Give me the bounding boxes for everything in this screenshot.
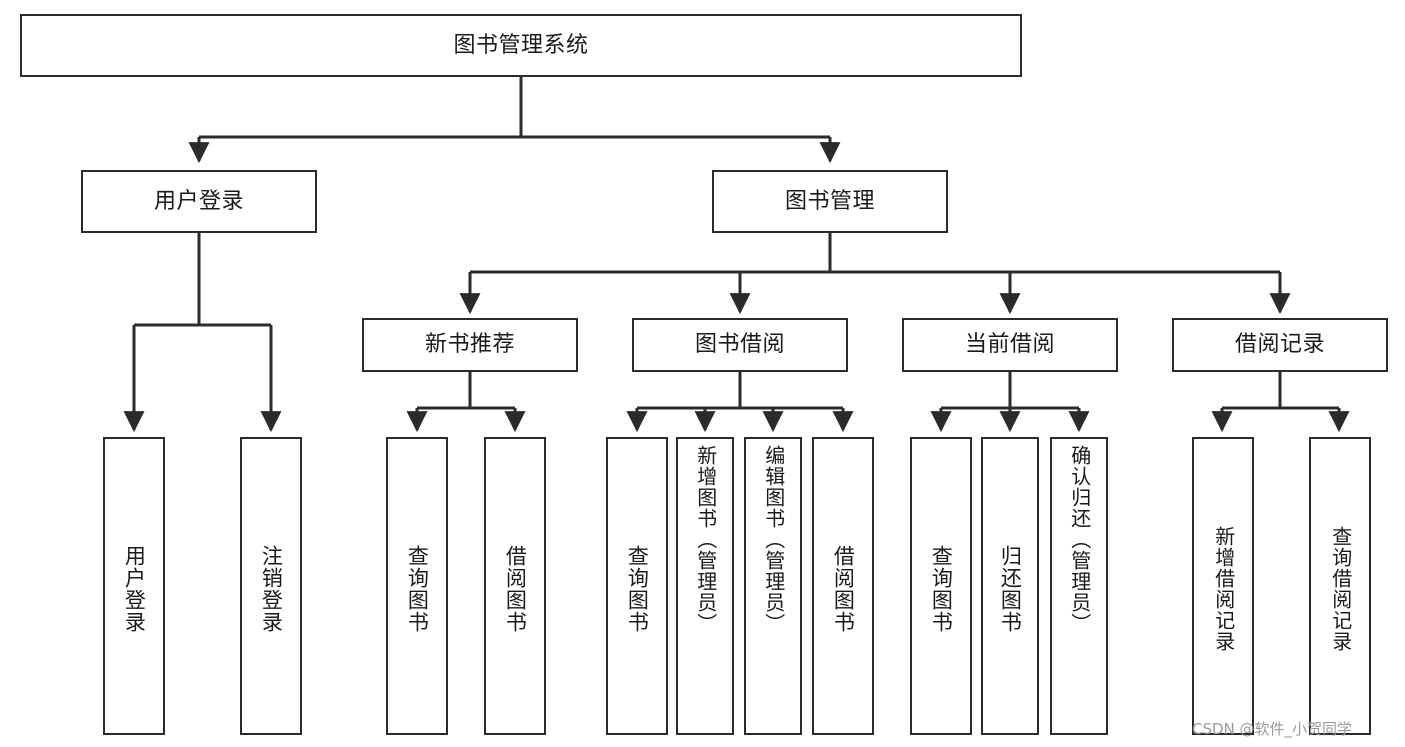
node-borrow-record[interactable]: 借阅记录	[1172, 318, 1388, 372]
leaf-query-book-borrow[interactable]: 查询图书	[606, 437, 668, 735]
node-label: 编辑图书（管理员）	[761, 445, 786, 634]
leaf-return-book[interactable]: 归还图书	[981, 437, 1039, 735]
node-label: 图书管理系统	[453, 32, 589, 58]
node-label: 注销登录	[259, 545, 284, 633]
node-label: 新书推荐	[424, 332, 515, 358]
node-label: 查询图书	[625, 545, 650, 633]
leaf-query-book-recommend[interactable]: 查询图书	[386, 437, 448, 735]
node-label: 查询图书	[929, 545, 954, 633]
leaf-borrow-book[interactable]: 借阅图书	[812, 437, 874, 735]
node-label: 当前借阅	[964, 332, 1055, 358]
node-label: 用户登录	[122, 545, 147, 633]
leaf-query-book-current[interactable]: 查询图书	[910, 437, 972, 735]
node-label: 新增借阅记录	[1211, 526, 1236, 652]
node-root-system[interactable]: 图书管理系统	[20, 14, 1022, 77]
node-label: 图书管理	[784, 188, 875, 214]
node-label: 图书借阅	[694, 332, 785, 358]
leaf-edit-book-admin[interactable]: 编辑图书（管理员）	[744, 437, 802, 735]
node-current-borrow[interactable]: 当前借阅	[902, 318, 1118, 372]
node-label: 借阅记录	[1234, 332, 1325, 358]
leaf-add-borrow-record[interactable]: 新增借阅记录	[1192, 437, 1254, 735]
leaf-logout[interactable]: 注销登录	[240, 437, 302, 735]
node-label: 查询借阅记录	[1328, 526, 1353, 652]
node-label: 确认归还（管理员）	[1067, 445, 1092, 634]
leaf-user-login[interactable]: 用户登录	[103, 437, 165, 735]
node-book-borrow[interactable]: 图书借阅	[632, 318, 848, 372]
node-user-login[interactable]: 用户登录	[81, 170, 317, 233]
node-label: 用户登录	[153, 188, 244, 214]
node-label: 查询图书	[405, 545, 430, 633]
node-book-management[interactable]: 图书管理	[712, 170, 948, 233]
node-label: 归还图书	[998, 545, 1023, 633]
leaf-add-book-admin[interactable]: 新增图书（管理员）	[676, 437, 734, 735]
node-label: 借阅图书	[831, 545, 856, 633]
node-label: 新增图书（管理员）	[693, 445, 718, 634]
leaf-borrow-book-recommend[interactable]: 借阅图书	[484, 437, 546, 735]
node-label: 借阅图书	[503, 545, 528, 633]
leaf-confirm-return-admin[interactable]: 确认归还（管理员）	[1050, 437, 1108, 735]
node-new-book-recommend[interactable]: 新书推荐	[362, 318, 578, 372]
csdn-watermark: CSDN @软件_小贺同学	[1192, 720, 1353, 738]
leaf-query-borrow-record[interactable]: 查询借阅记录	[1309, 437, 1371, 735]
